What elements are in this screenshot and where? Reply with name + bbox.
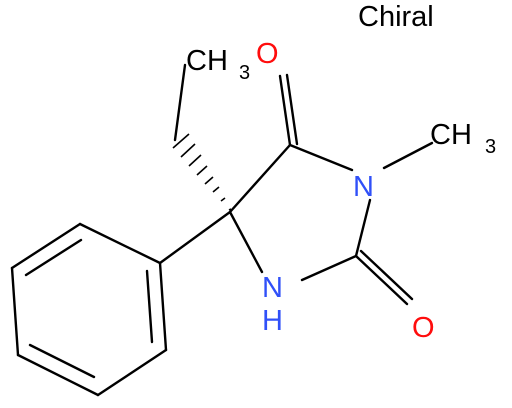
bond-c2-o-a (354, 254, 409, 306)
bond-c4-n3 (288, 143, 354, 172)
bond-c2-n1 (300, 254, 358, 282)
bond-n1-c5 (228, 210, 264, 274)
bond-n3-c2 (354, 198, 372, 258)
chiral-label: Chiral (358, 1, 434, 33)
oxygen-label-bottom: O (412, 312, 435, 344)
phenyl-ring (10, 222, 168, 397)
hydrogen-label-nh: H (262, 305, 283, 337)
methyl-label-ethyl: CH (186, 45, 228, 77)
bond-c2-o-b (359, 249, 414, 301)
bond-c4-o-a (278, 74, 292, 147)
nitrogen-label-methyl: N (353, 171, 374, 203)
methyl-subscript-n: 3 (485, 136, 496, 158)
nitrogen-label-nh: N (262, 272, 283, 304)
hashed-wedge-bond (172, 133, 232, 211)
bond-n3-methyl (382, 141, 434, 170)
bond-ethyl-ch2-ch3 (173, 63, 187, 142)
bond-c5-c4 (228, 143, 292, 214)
methyl-label-n: CH (430, 119, 472, 151)
bond-c5-phenyl (158, 210, 232, 265)
methyl-subscript-ethyl: 3 (239, 62, 250, 84)
bond-c4-o-b (285, 73, 299, 146)
oxygen-label-top: O (256, 38, 279, 70)
